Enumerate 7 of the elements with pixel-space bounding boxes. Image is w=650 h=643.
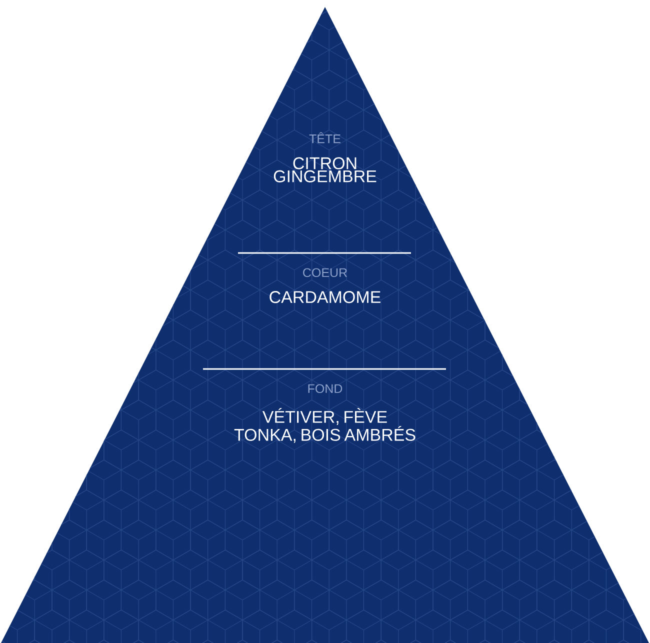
note-list: CITRON GINGEMBRE xyxy=(274,157,376,182)
section-heading: COEUR xyxy=(303,268,347,278)
note-list: VÉTIVER, FÈVE TONKA, BOIS AMBRÉS xyxy=(234,408,416,443)
note-list: CARDAMOME xyxy=(270,291,380,304)
pyramid-drawing xyxy=(1,7,649,643)
section-heading: TÊTE xyxy=(309,132,340,144)
section-heading: FOND xyxy=(308,384,342,394)
